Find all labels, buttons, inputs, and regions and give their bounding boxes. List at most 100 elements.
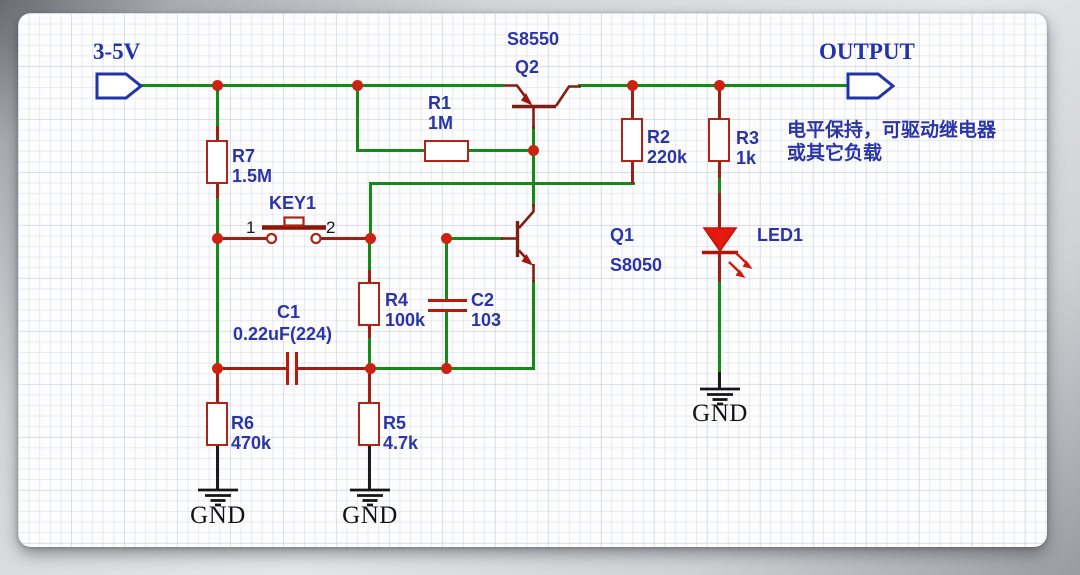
key1-pin1-label: 1 [246,218,256,237]
r4-value: 100k [385,310,426,330]
annotation-text: 电平保持，可驱动继电器 或其它负载 [787,119,996,165]
r6-label: R6 470k [231,413,271,453]
q1-part-label: S8050 [610,255,663,275]
key1-ref-label: KEY1 [269,193,317,213]
annotation-line2: 或其它负载 [787,143,883,164]
q1-ref-label: Q1 [610,225,635,245]
resistor-r4-body [358,282,380,326]
junction-dot [714,80,725,91]
wire-q1-emitter-drop [532,280,535,370]
r7-ref: R7 [232,146,256,166]
key1-wire-right [320,237,371,240]
r1-label: R1 1M [428,93,453,133]
resistor-r7-body [206,140,228,184]
wire-feedback [369,182,635,185]
r5-gnd-lead [368,445,371,490]
r5-value: 4.7k [383,433,419,453]
transistor-q1-symbol [501,204,535,282]
c2-value: 103 [471,310,502,330]
r3-lead-top [718,87,721,118]
gnd-label-r6: GND [190,502,246,529]
c2-label: C2 103 [471,290,501,330]
wire-left-column [216,238,219,369]
r1-value: 1M [428,113,454,133]
wire-r1-right [468,149,534,152]
r4-label: R4 100k [385,290,425,330]
r7-lead-top [216,126,219,142]
junction-dot [212,80,223,91]
q2-part-label: S8550 [507,29,560,49]
r4-column-top [368,238,371,272]
junction-dot [365,233,376,244]
r2-ref: R2 [647,127,671,147]
wire-q1-base [447,237,503,240]
led-gnd-wire [718,282,721,372]
capacitor-c1-plate [286,352,289,385]
c1-lead-right [298,367,371,370]
r7-label: R7 1.5M [232,146,272,186]
key1-pin2-label: 2 [326,218,336,237]
junction-dot [352,80,363,91]
r6-gnd-lead [216,445,219,490]
r3-lead-bottom [718,160,721,178]
led-cathode-lead [718,252,721,282]
r3-label: R3 1k [736,128,759,168]
led1-symbol [702,227,753,278]
r6-value: 470k [231,433,272,453]
r6-ref: R6 [231,413,255,433]
c1-ref-label: C1 [277,302,301,322]
resistor-r6-body [206,402,228,446]
input-port-symbol [95,72,144,100]
output-port-symbol [846,72,896,100]
r3-led-wire [718,178,721,193]
r5-label: R5 4.7k [383,413,418,453]
c1-value-label: 0.22uF(224) [233,324,333,344]
junction-dot [627,80,638,91]
junction-dot [441,363,452,374]
capacitor-c2-plate [428,309,467,312]
junction-dot [365,363,376,374]
r2-label: R2 220k [647,127,687,167]
annotation-line1: 电平保持，可驱动继电器 [787,120,997,141]
c2-column-top [445,238,448,299]
led-emission-arrows [728,252,753,278]
junction-dot [528,145,539,156]
led1-ref-label: LED1 [757,225,804,245]
c2-ref: C2 [471,290,495,310]
junction-dot [212,363,223,374]
q2-ref-label: Q2 [515,57,540,77]
r2-lead-top [631,87,634,118]
wire-vcc-rail-left [140,84,504,87]
capacitor-c2-plate [428,299,467,302]
r5-lead-top [368,369,371,402]
gnd-label-led: GND [692,400,748,427]
resistor-r3-body [708,118,730,162]
resistor-r2-body [621,118,643,162]
r7-lead-bottom [216,182,219,198]
output-port-label: OUTPUT [819,39,915,64]
r4-lead-top [368,270,371,282]
junction-dot [212,233,223,244]
wire-q2base-q1collector [532,126,535,207]
r3-value: 1k [736,148,757,168]
transistor-q2-symbol [504,84,581,129]
wire-r1-branch-vertical [356,84,359,151]
switch-key1-symbol [262,216,326,245]
junction-dot [441,233,452,244]
input-port-label: 3-5V [93,39,141,64]
r7-value: 1.5M [232,166,273,186]
r3-ref: R3 [736,128,760,148]
led-gnd-lead [718,372,721,390]
r4-lead-bottom [368,326,371,340]
r2-value: 220k [647,147,688,167]
gnd-label-r5: GND [342,502,398,529]
r4-column-bottom [368,338,371,369]
resistor-r5-body [358,402,380,446]
r2-lead-bottom [631,160,634,184]
wire-feedback-drop [369,182,372,239]
r6-lead-top [216,369,219,402]
key1-wire-left [216,237,267,240]
r5-ref: R5 [383,413,407,433]
